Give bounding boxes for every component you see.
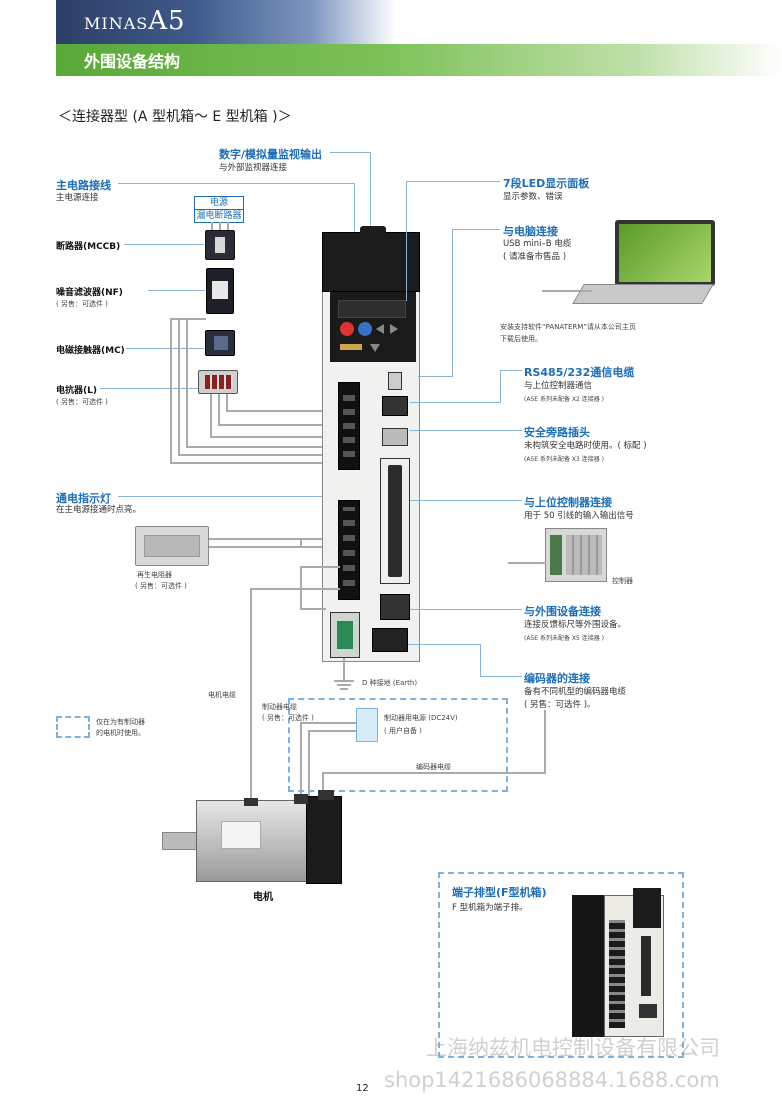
legend-line1: 仅在为有制动器 bbox=[96, 718, 145, 726]
safety-note: (A5E 系列未配备 X3 连接器 ) bbox=[524, 456, 604, 463]
pc-note2: 下载后使用。 bbox=[500, 335, 542, 343]
terminal-type-inset bbox=[438, 872, 684, 1058]
nf-note: ( 另售：可选件 ) bbox=[56, 300, 108, 308]
brake-cable-note: ( 另售：可选件 ) bbox=[262, 714, 314, 722]
pc-note1: 安装支持软件“PANATERM”请从本公司主页 bbox=[500, 323, 636, 331]
host-desc: 用于 50 引线的输入输出信号 bbox=[524, 511, 634, 521]
header-band bbox=[56, 0, 396, 44]
reactor-note: ( 另售：可选件 ) bbox=[56, 398, 108, 406]
rs485-title: RS485/232通信电缆 bbox=[524, 366, 635, 379]
ground-terminal bbox=[330, 612, 360, 658]
mccb-device bbox=[205, 230, 235, 260]
brake-dashed-area bbox=[288, 698, 508, 792]
reactor-device bbox=[198, 370, 238, 394]
watermark-url: shop1421686068884.1688.com bbox=[384, 1068, 720, 1092]
panel-desc: 显示参数、错误 bbox=[503, 192, 563, 202]
terminal-desc: F 型机箱为端子排。 bbox=[452, 903, 528, 913]
ground-label: D 种接地 (Earth) bbox=[362, 679, 418, 687]
page-number: 12 bbox=[356, 1083, 369, 1094]
motor-label: 电机 bbox=[253, 892, 273, 903]
section-subheading: ＜连接器型 (A 型机箱～ E 型机箱 )＞ bbox=[58, 109, 292, 125]
main-circuit-desc: 主电源连接 bbox=[56, 193, 99, 203]
servo-drive-top bbox=[322, 232, 420, 292]
io-connector bbox=[380, 458, 410, 584]
led-panel bbox=[330, 292, 416, 362]
pc-title: 与电脑连接 bbox=[503, 225, 558, 238]
regen-resistor-device bbox=[135, 526, 209, 566]
x5-port bbox=[380, 594, 410, 620]
pc-desc1: USB mini–B 电缆 bbox=[503, 239, 572, 249]
noise-filter-device bbox=[206, 268, 234, 314]
motor-cable-label: 电机电缆 bbox=[208, 691, 236, 699]
brake-power-device bbox=[356, 708, 378, 742]
reactor-label: 电抗器(L) bbox=[56, 386, 97, 396]
watermark-company: 上海纳兹机电控制设备有限公司 bbox=[426, 1036, 720, 1060]
peripheral-note: (A5E 系列未配备 X5 连接器 ) bbox=[524, 635, 604, 642]
rs485-note: (A5E 系列未配备 X2 连接器 ) bbox=[524, 396, 604, 403]
main-circuit-title: 主电路接线 bbox=[56, 179, 111, 192]
terminal-drive-side bbox=[572, 895, 604, 1037]
pc-desc2: ( 请准备市售品 ) bbox=[503, 252, 567, 262]
motor-body bbox=[196, 800, 308, 882]
power-box-line2: 漏电断路器 bbox=[195, 209, 243, 221]
regen-label: 再生电阻器 bbox=[137, 571, 172, 579]
safety-port bbox=[382, 428, 408, 446]
rs485-desc: 与上位控制器通信 bbox=[524, 381, 593, 391]
motor-connector bbox=[338, 500, 360, 600]
power-box-line1: 电源 bbox=[209, 198, 228, 208]
regen-note: ( 另售：可选件 ) bbox=[135, 582, 187, 590]
brake-connector-plug bbox=[294, 794, 308, 804]
encoder-desc1: 备有不同机型的编码器电缆 bbox=[524, 687, 627, 697]
peripheral-desc: 连接反馈标尺等外围设备。 bbox=[524, 620, 627, 630]
monitor-desc: 与外部监视器连接 bbox=[219, 163, 288, 173]
page-title: 外围设备结构 bbox=[84, 52, 181, 71]
power-lamp-desc: 在主电源接通时点亮。 bbox=[56, 505, 142, 515]
controller-label: 控制器 bbox=[612, 577, 633, 585]
rs485-port bbox=[382, 396, 408, 416]
motor-shaft bbox=[162, 832, 198, 850]
encoder-title: 编码器的连接 bbox=[524, 672, 590, 685]
panel-title: 7段LED显示面板 bbox=[503, 177, 590, 190]
mc-label: 电磁接触器(MC) bbox=[56, 346, 125, 356]
brand-logo: MINASA5 bbox=[84, 6, 186, 36]
brake-cable-label: 制动器电缆 bbox=[262, 703, 297, 711]
main-power-connector bbox=[338, 382, 360, 470]
title-band bbox=[56, 44, 782, 76]
power-lamp-title: 通电指示灯 bbox=[56, 492, 111, 505]
mccb-label: 断路器(MCCB) bbox=[56, 242, 121, 252]
brake-power-label: 制动器用电源 (DC24V) bbox=[384, 714, 458, 722]
contactor-device bbox=[205, 330, 235, 356]
laptop-base bbox=[572, 284, 714, 304]
nf-label: 噪音滤波器(NF) bbox=[56, 288, 123, 298]
usb-port bbox=[388, 372, 402, 390]
drive-top-tab bbox=[360, 226, 386, 240]
encoder-connector-plug bbox=[318, 790, 334, 800]
legend-dashed-box bbox=[56, 716, 90, 738]
controller-device bbox=[545, 528, 607, 582]
safety-desc: 未构筑安全电路时使用。( 标配 ) bbox=[524, 441, 647, 451]
peripheral-title: 与外围设备连接 bbox=[524, 605, 601, 618]
motor-encoder bbox=[306, 796, 342, 884]
encoder-desc2: ( 另售：可选件 )。 bbox=[524, 700, 596, 710]
laptop-screen bbox=[615, 220, 715, 286]
encoder-port bbox=[372, 628, 408, 652]
terminal-title: 端子排型(F型机箱) bbox=[452, 886, 547, 899]
brake-power-note: ( 用户自备 ) bbox=[384, 727, 422, 735]
motor-connector-plug bbox=[244, 798, 258, 806]
monitor-title: 数字/模拟量监视输出 bbox=[219, 148, 323, 161]
legend-line2: 的电机时使用。 bbox=[96, 729, 145, 737]
safety-title: 安全旁路插头 bbox=[524, 426, 590, 439]
power-source-box: 电源 漏电断路器 bbox=[194, 196, 244, 223]
terminal-drive-front bbox=[604, 888, 664, 1037]
host-title: 与上位控制器连接 bbox=[524, 496, 612, 509]
encoder-cable-label: 编码器电缆 bbox=[416, 763, 451, 771]
